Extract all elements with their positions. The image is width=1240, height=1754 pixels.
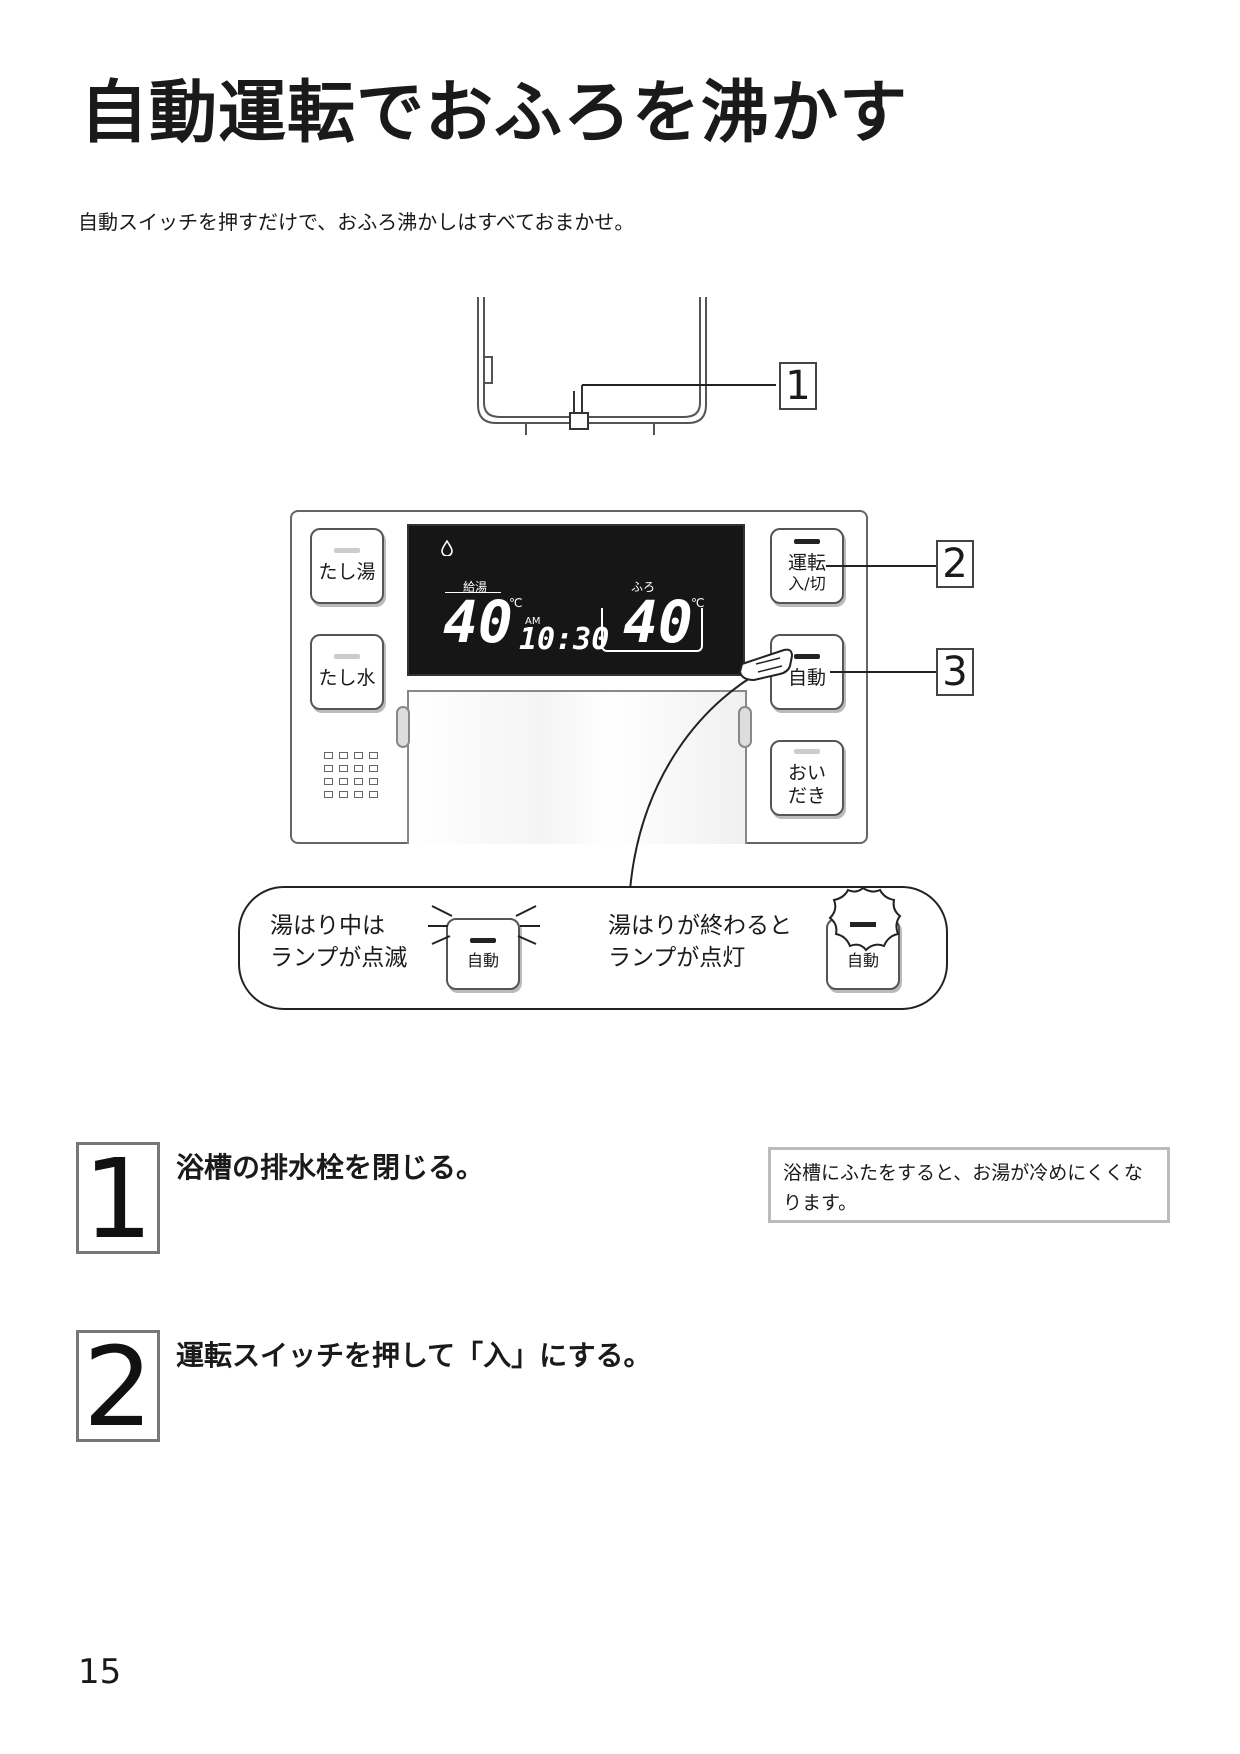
- lamp-icon: [470, 937, 496, 943]
- callout-3: 3: [936, 648, 974, 696]
- lamp-icon: [794, 748, 820, 754]
- panel-cover: [407, 690, 747, 844]
- oidaki-button[interactable]: おい だき: [770, 740, 844, 816]
- tip-note: 浴槽にふたをすると、お湯が冷めにくくな ります。: [768, 1147, 1170, 1223]
- step-2-number: 2: [76, 1330, 160, 1442]
- pointing-hand-icon: [738, 648, 794, 682]
- tip-note-line1: 浴槽にふたをすると、お湯が冷めにくくな: [783, 1162, 1143, 1184]
- blink-rays-icon: [428, 905, 540, 945]
- bath-level-icon: [601, 608, 703, 652]
- page-title: 自動運転でおふろを沸かす: [80, 74, 909, 153]
- tip-note-line2: ります。: [783, 1192, 858, 1214]
- step-1-text: 浴槽の排水栓を閉じる。: [176, 1151, 485, 1184]
- page-subtitle: 自動スイッチを押すだけで、おふろ沸かしはすべておまかせ。: [78, 210, 635, 234]
- callout-2: 2: [936, 540, 974, 588]
- bathtub-drain-diagram: [477, 297, 776, 435]
- cover-clip-left: [396, 706, 410, 748]
- ampm-label: AM: [525, 616, 541, 627]
- callout-1: 1: [779, 362, 817, 410]
- lcd-display: 給湯 40 ℃ AM 10:30 ふろ 40 ℃: [407, 524, 745, 676]
- lit-text-line1: 湯はりが終わると: [608, 913, 792, 939]
- lamp-icon: [794, 654, 820, 660]
- tashimizu-button[interactable]: たし水: [310, 634, 384, 710]
- clock-time: 10:30: [519, 622, 610, 657]
- furo-label: ふろ: [631, 580, 656, 594]
- blink-text-line1: 湯はり中は: [270, 913, 385, 939]
- furo-temperature: 40: [623, 588, 693, 656]
- blink-text-line2: ランプが点滅: [270, 945, 408, 971]
- unit-celsius: ℃: [509, 596, 523, 610]
- page-number: 15: [78, 1652, 122, 1692]
- lamp-icon: [334, 654, 360, 660]
- cover-clip-right: [738, 706, 752, 748]
- lamp-icon: [334, 548, 360, 554]
- unit-celsius: ℃: [691, 596, 705, 610]
- lit-burst-icon: [828, 886, 902, 952]
- kyuto-temperature: 40: [443, 588, 513, 656]
- speaker-grille: [324, 752, 378, 798]
- lamp-icon: [794, 538, 820, 544]
- kyuto-label: 給湯: [463, 580, 488, 594]
- flame-icon: [441, 540, 453, 556]
- jido-button-blinking: 自動: [446, 918, 520, 990]
- lit-text-line2: ランプが点灯: [608, 945, 746, 971]
- step-1-number: 1: [76, 1142, 160, 1254]
- tashiyu-button[interactable]: たし湯: [310, 528, 384, 604]
- step-2-text: 運転スイッチを押して「入」にする。: [176, 1339, 652, 1372]
